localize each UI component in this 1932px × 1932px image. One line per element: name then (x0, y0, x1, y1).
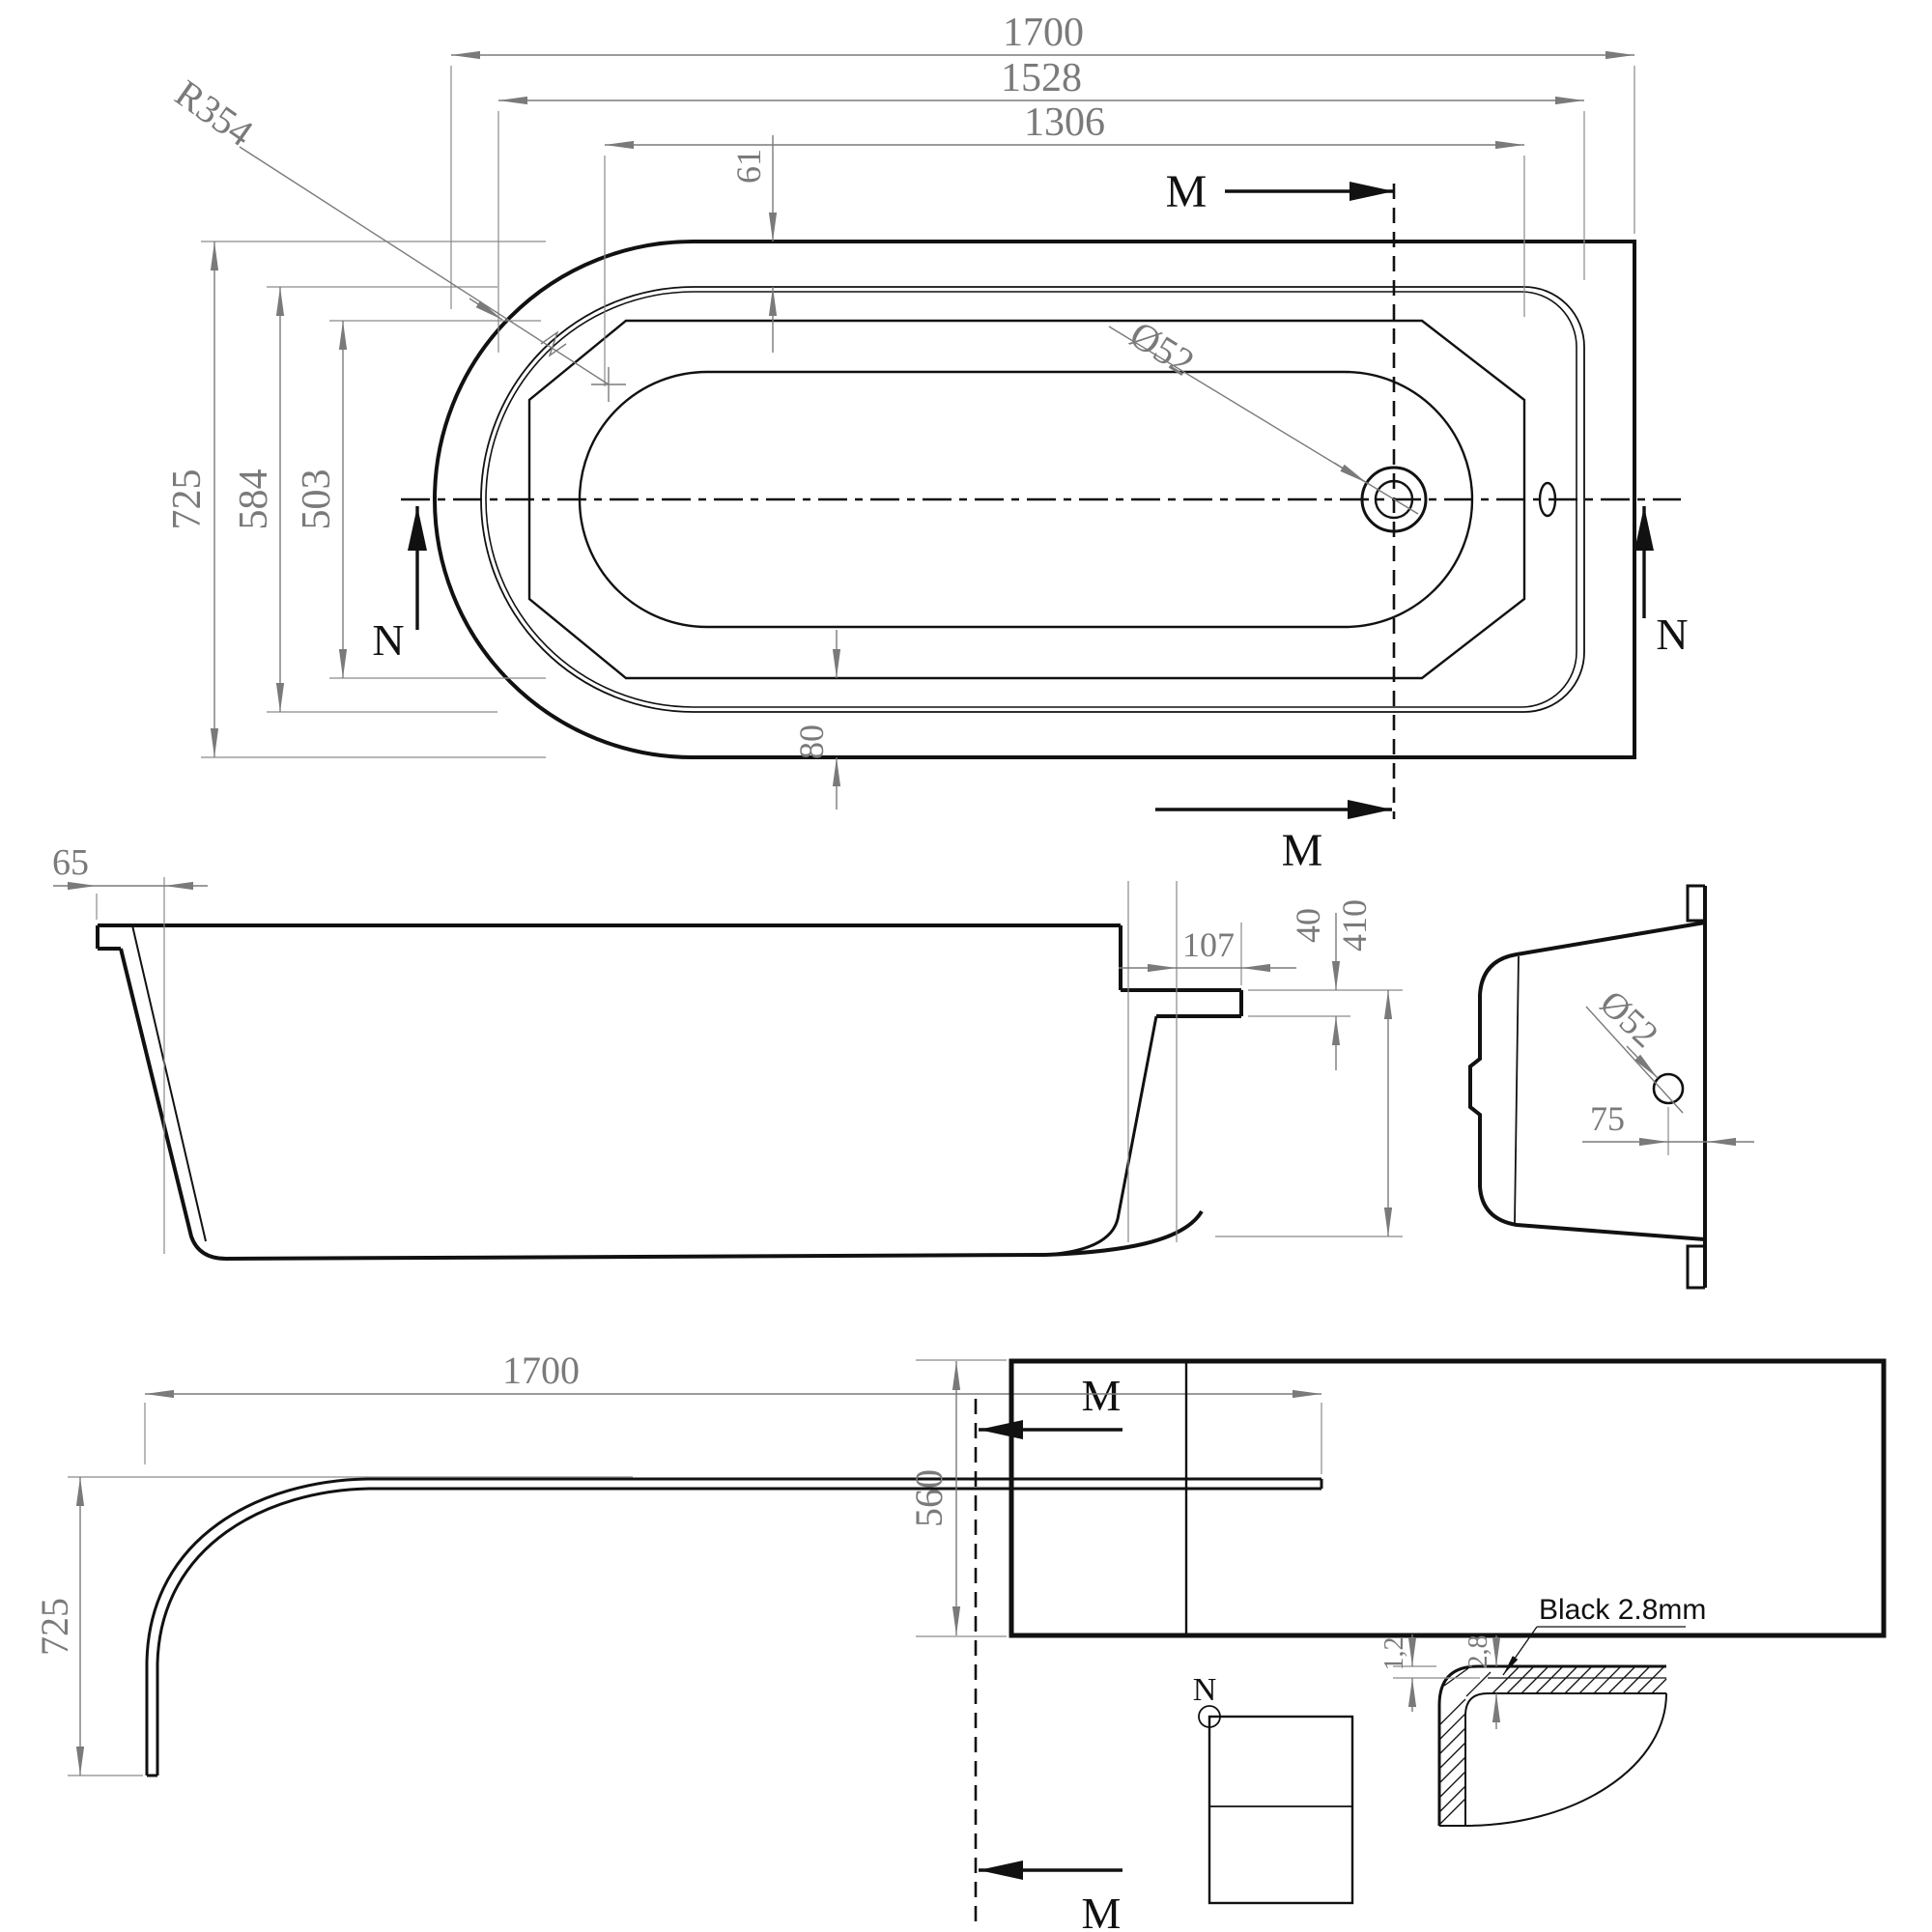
side-dimensions: 65 107 40 410 (52, 842, 1393, 1236)
panel-view: 560 (907, 1358, 1887, 1638)
hatch-line (1465, 1671, 1492, 1697)
hatch-line (1438, 1798, 1466, 1826)
hatch-line (1607, 1665, 1636, 1694)
hatch-line (1549, 1665, 1578, 1694)
corner-inner-edge (1464, 1692, 1666, 1826)
dim-drain-diameter-end: Ø52 (1592, 983, 1666, 1056)
profile-dimensions: 1700 725 (33, 1349, 1321, 1776)
corner-hatch-lines (1438, 1665, 1667, 1826)
section-label-n-left: N (372, 615, 404, 665)
corner-detail-view: 1,2 2,8 Black 2.8mm (1379, 1594, 1706, 1827)
dim-overall-width: 725 (165, 469, 210, 530)
hatch-line (1535, 1665, 1564, 1694)
hatch-line (1564, 1665, 1593, 1694)
dim-rim-band-width: 61 (729, 149, 768, 184)
detail-n-label: N (1193, 1672, 1217, 1708)
profile-sheet-inner (156, 1487, 1321, 1776)
profile-label-m-top: M (1082, 1371, 1122, 1420)
side-bottom-right-curve (1044, 1209, 1204, 1257)
dim-drain-offset: 75 (1590, 1099, 1625, 1138)
dim-bottom-band-width: 80 (792, 724, 831, 759)
end-tub-profile (1468, 921, 1706, 1241)
end-flange-bottom (1686, 1244, 1705, 1290)
dim-ledge-length: 107 (1182, 925, 1235, 964)
hatch-line (1506, 1665, 1535, 1694)
dim-total-thickness: 2,8 (1463, 1635, 1493, 1669)
hatch-line (1438, 1727, 1466, 1755)
hatch-line (1438, 1698, 1466, 1726)
detail-n-view: N (1193, 1672, 1354, 1905)
side-view: 65 107 40 410 (52, 842, 1403, 1261)
hatch-line (1622, 1665, 1651, 1694)
leader-arrow (469, 298, 503, 321)
plan-extension-lines (201, 66, 1635, 758)
panel-outline (1009, 1358, 1887, 1638)
side-bottom-edge (225, 1253, 1046, 1261)
profile-view: M M 1700 725 (33, 1349, 1323, 1932)
dim-profile-length: 1700 (502, 1349, 580, 1392)
corner-outer-edge (1437, 1664, 1666, 1826)
plan-rim-inner-outline (485, 291, 1577, 708)
dim-profile-width: 725 (33, 1598, 76, 1656)
hatch-line (1651, 1678, 1667, 1694)
hatch-line (1520, 1665, 1549, 1694)
section-label-n-right: N (1656, 610, 1688, 659)
leader-line (239, 146, 610, 385)
profile-label-m-bottom: M (1082, 1889, 1122, 1932)
detail-n-marker-circle (1198, 1705, 1221, 1728)
side-inner-wall-left (131, 924, 207, 1242)
plan-dimensions: 1700 1528 1306 61 725 584 503 80 (165, 11, 1634, 810)
side-extension-lines (96, 877, 1403, 1254)
hatch-line (1438, 1756, 1466, 1784)
hatch-line (1438, 1713, 1466, 1741)
hatch-line (1578, 1665, 1607, 1694)
dim-drain-diameter: Ø52 (1122, 312, 1202, 384)
dim-end-radius: R354 (167, 71, 261, 156)
hatch-line (1593, 1665, 1622, 1694)
leader-line (1502, 1626, 1538, 1676)
dim-rim-length: 1528 (1001, 56, 1082, 100)
dim-layer-thickness: 1,2 (1379, 1637, 1409, 1671)
section-label-m-bottom: M (1282, 825, 1323, 876)
leader-arrow (1626, 1045, 1659, 1079)
hatch-line (1443, 1667, 1469, 1687)
side-inner-wall-right (1044, 1015, 1158, 1257)
dim-rim-width: 584 (232, 469, 276, 530)
dim-basin-width: 503 (295, 469, 339, 530)
hatch-line (1438, 1771, 1466, 1799)
end-flange-top (1686, 884, 1705, 923)
corner-dimensions: 1,2 2,8 Black 2.8mm (1379, 1594, 1706, 1729)
leader-break-symbol (540, 330, 567, 357)
detail-n-outline (1208, 1715, 1354, 1905)
end-view: Ø52 75 (1468, 884, 1754, 1290)
plan-rim-outline (480, 286, 1585, 713)
leader-arrow (1333, 462, 1368, 484)
profile-sheet-outer (145, 1477, 1321, 1776)
plan-basin-floor-outline (578, 370, 1474, 629)
dim-depth: 410 (1335, 899, 1374, 952)
plan-basin-opening-outline (527, 319, 1526, 680)
dim-basin-length: 1306 (1024, 100, 1105, 145)
corner-radius-arc (1464, 1692, 1667, 1827)
section-label-m-top: M (1166, 166, 1208, 217)
hatch-line (1438, 1785, 1466, 1813)
plan-outer-outline (433, 240, 1636, 759)
hatch-line (1438, 1742, 1466, 1770)
profile-extension-lines (68, 1403, 1322, 1776)
plan-view: M M N N 1700 1528 (165, 11, 1689, 876)
dim-ledge-thickness: 40 (1289, 908, 1327, 943)
dim-overall-length: 1700 (1003, 11, 1084, 55)
end-inner-edge (1514, 955, 1520, 1224)
leader-line (1585, 1006, 1684, 1114)
dim-panel-height: 560 (907, 1469, 951, 1527)
dim-lip-overhang: 65 (52, 842, 89, 883)
material-note: Black 2.8mm (1539, 1594, 1706, 1626)
side-outer-wall (119, 948, 227, 1261)
hatch-line (1636, 1665, 1665, 1694)
end-drain-hole (1652, 1072, 1685, 1105)
